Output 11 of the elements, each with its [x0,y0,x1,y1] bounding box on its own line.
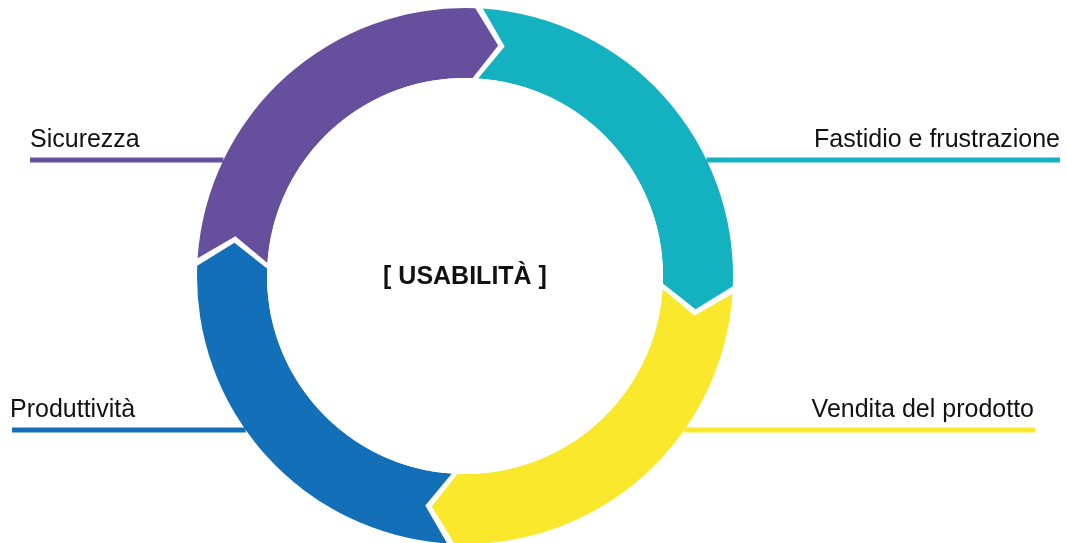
leader-line [12,427,246,433]
ring-segment [431,289,733,543]
leader-line [706,157,1060,163]
ring-segment [197,8,499,263]
leader-line [684,427,1035,433]
category-label: Produttività [10,394,136,422]
center-title: [ USABILITÀ ] [383,260,547,292]
category-label: Fastidio e frustrazione [814,124,1060,152]
leader-line [30,157,224,163]
category-label: Sicurezza [30,124,140,152]
category-label: Vendita del prodotto [811,394,1034,422]
